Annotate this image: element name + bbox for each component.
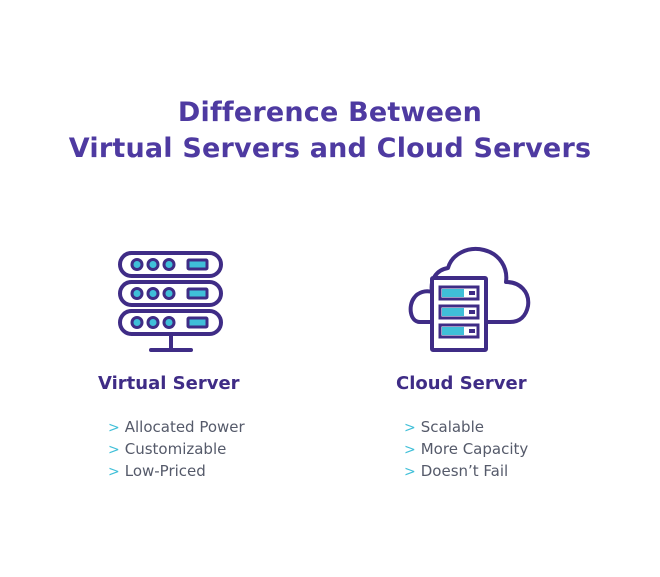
feature-label: Scalable [420,418,484,436]
virtual-server-features: > Allocated Power > Customizable > Low-P… [108,416,245,482]
list-item: > More Capacity [404,438,528,460]
feature-label: Low-Priced [124,462,206,480]
virtual-server-heading: Virtual Server [98,373,240,394]
chevron-right-icon: > [108,420,120,436]
title-line-1: Difference Between [177,97,483,129]
list-item: > Allocated Power [108,416,245,438]
list-item: > Low-Priced [108,460,245,482]
chevron-right-icon: > [404,420,416,436]
feature-label: Doesn’t Fail [420,462,509,480]
chevron-right-icon: > [404,442,416,458]
chevron-right-icon: > [404,464,416,480]
chevron-right-icon: > [108,464,120,480]
list-item: > Scalable [404,416,528,438]
cloud-server-heading: Cloud Server [396,373,527,394]
feature-label: Allocated Power [124,418,245,436]
list-item: > Doesn’t Fail [404,460,528,482]
chevron-right-icon: > [108,442,120,458]
cloud-server-icon [408,247,531,352]
page-title: Difference Between Virtual Servers and C… [0,95,660,167]
list-item: > Customizable [108,438,245,460]
cloud-server-features: > Scalable > More Capacity > Doesn’t Fai… [404,416,528,482]
feature-label: More Capacity [420,440,529,458]
server-rack-icon [118,251,223,352]
feature-label: Customizable [124,440,227,458]
title-line-2: Virtual Servers and Cloud Servers [68,133,592,165]
